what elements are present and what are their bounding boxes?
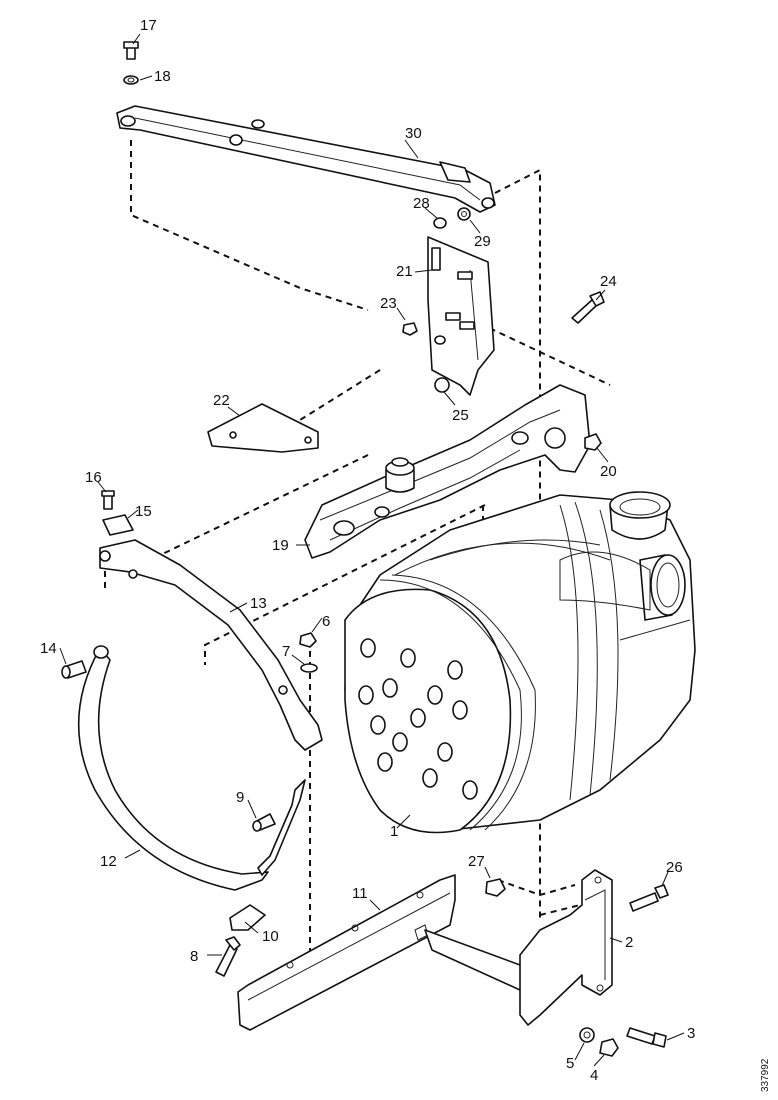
callout-22: 22 — [213, 392, 230, 409]
part-17-bolt — [123, 41, 139, 60]
part-20-nut — [584, 433, 602, 451]
callout-24: 24 — [600, 273, 617, 290]
callout-20: 20 — [600, 463, 617, 480]
part-6-nut — [299, 632, 317, 648]
callout-4: 4 — [590, 1067, 598, 1084]
part-15-washer — [102, 514, 134, 536]
part-11-angle-bracket — [237, 874, 531, 1031]
part-12-clamp-band-lower — [77, 645, 306, 891]
callout-6: 6 — [322, 613, 330, 630]
callout-9: 9 — [236, 789, 244, 806]
callout-3: 3 — [687, 1025, 695, 1042]
part-26-bolt — [629, 884, 669, 912]
part-3-bolt — [626, 1027, 667, 1048]
part-9-bolt — [252, 813, 276, 832]
part-27-nut — [485, 878, 506, 897]
callout-12: 12 — [100, 853, 117, 870]
callout-1: 1 — [390, 823, 398, 840]
callout-11: 11 — [352, 885, 368, 902]
callout-17: 17 — [140, 17, 157, 34]
part-30-stay-bar — [116, 105, 496, 213]
end-cap-bolt-bosses — [358, 638, 478, 800]
part-5-washer — [579, 1027, 595, 1043]
callout-14: 14 — [40, 640, 57, 657]
callout-30: 30 — [405, 125, 422, 142]
callout-5: 5 — [566, 1055, 574, 1072]
callout-26: 26 — [666, 859, 683, 876]
callout-10: 10 — [262, 928, 279, 945]
callout-7: 7 — [282, 643, 290, 660]
callout-2: 2 — [625, 934, 633, 951]
callout-25: 25 — [452, 407, 469, 424]
callout-29: 29 — [474, 233, 491, 250]
part-22-triangular-bracket — [207, 403, 319, 453]
part-2-support-bracket — [519, 869, 613, 1026]
drawing-code: 337992 — [760, 1058, 771, 1092]
callout-8: 8 — [190, 948, 198, 965]
callout-21: 21 — [396, 263, 413, 280]
part-13-clamp-band-upper — [99, 539, 323, 751]
callout-13: 13 — [250, 595, 267, 612]
part-8-bolt — [215, 936, 241, 977]
callout-27: 27 — [468, 853, 485, 870]
part-29-washer — [457, 207, 471, 221]
callout-15: 15 — [135, 503, 152, 520]
callout-28: 28 — [413, 195, 430, 212]
part-23-nut — [402, 322, 418, 336]
callout-23: 23 — [380, 295, 397, 312]
part-28-bolt — [433, 217, 447, 229]
part-1-silencer-body — [344, 491, 696, 834]
callout-labels: 17 18 30 28 29 21 23 24 25 22 20 19 16 1… — [40, 17, 771, 1092]
part-19-mounting-bracket — [304, 384, 591, 559]
part-7-washer — [300, 663, 318, 673]
part-18-washer — [123, 75, 139, 85]
part-10-spacer — [229, 904, 266, 931]
callout-18: 18 — [154, 68, 171, 85]
part-14-bolt — [61, 660, 87, 679]
part-21-bracket-plate — [427, 236, 495, 396]
part-4-nut — [599, 1038, 619, 1057]
part-16-bolt — [101, 490, 115, 510]
callout-19: 19 — [272, 537, 289, 554]
part-25-nut — [434, 377, 450, 393]
callout-leaders — [59, 33, 685, 1067]
callout-16: 16 — [85, 469, 102, 486]
